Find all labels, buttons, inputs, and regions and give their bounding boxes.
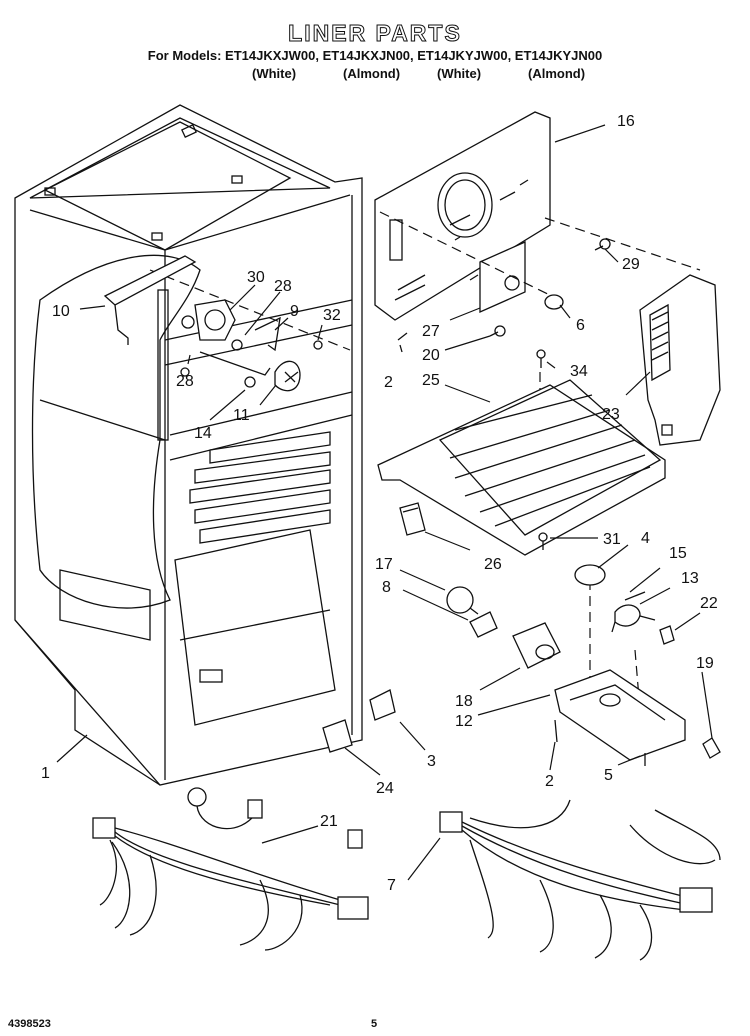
shelf-rails — [189, 431, 331, 544]
callout-25: 25 — [422, 372, 440, 389]
color-label-2: (Almond) — [343, 66, 401, 81]
callout-24: 24 — [376, 780, 394, 797]
callout-15: 15 — [669, 545, 687, 562]
color-label-4: (Almond) — [528, 66, 586, 81]
callout-10: 10 — [52, 303, 70, 320]
switch-parts — [322, 689, 396, 753]
callout-20: 20 — [422, 347, 440, 364]
callout-28a: 28 — [274, 278, 292, 295]
callout-19: 19 — [696, 655, 714, 672]
fan-motor-assembly — [103, 255, 323, 392]
callout-2a: 2 — [384, 374, 393, 391]
callout-3: 3 — [427, 753, 436, 770]
callout-5: 5 — [604, 767, 613, 784]
leader-lines — [56, 124, 713, 881]
callout-34: 34 — [570, 363, 588, 380]
color-label-1: (White) — [252, 66, 297, 81]
callout-28b: 28 — [176, 373, 194, 390]
callout-18: 18 — [455, 693, 473, 710]
callout-8: 8 — [382, 579, 391, 596]
callout-6: 6 — [576, 317, 585, 334]
callout-32: 32 — [323, 307, 341, 324]
models-line: For Models: ET14JKXJW00, ET14JKXJN00, ET… — [147, 48, 603, 63]
callout-23: 23 — [602, 406, 620, 423]
page-number: 5 — [371, 1018, 378, 1030]
wire-harness-7 — [439, 799, 721, 961]
callout-22: 22 — [700, 595, 718, 612]
callout-16: 16 — [617, 113, 635, 130]
callout-2b: 2 — [545, 773, 554, 790]
callout-12: 12 — [455, 713, 473, 730]
page-title: LINER PARTS — [288, 20, 462, 47]
callout-13: 13 — [681, 570, 699, 587]
callout-29: 29 — [622, 256, 640, 273]
callout-31: 31 — [603, 531, 621, 548]
document-number: 4398523 — [8, 1018, 51, 1030]
callout-26: 26 — [484, 556, 502, 573]
hardware-screws — [397, 238, 611, 550]
shelf-frame — [377, 379, 666, 556]
callout-labels: 16 29 6 27 20 34 2 25 23 10 30 28 9 32 2… — [41, 113, 718, 894]
callout-11: 11 — [233, 407, 250, 424]
callout-27: 27 — [422, 323, 440, 340]
callout-17: 17 — [375, 556, 393, 573]
callout-30: 30 — [247, 269, 265, 286]
color-label-3: (White) — [437, 66, 482, 81]
callout-7: 7 — [387, 877, 396, 894]
air-duct — [639, 274, 721, 446]
cabinet-liner — [14, 104, 363, 786]
light-control-assembly — [399, 502, 721, 766]
callout-1: 1 — [41, 765, 50, 782]
callout-9: 9 — [290, 303, 299, 320]
callout-21: 21 — [320, 813, 338, 830]
callout-14: 14 — [194, 425, 212, 442]
callout-4: 4 — [641, 530, 650, 547]
evaporator-cover — [374, 111, 551, 321]
wire-harness-21 — [92, 787, 369, 951]
